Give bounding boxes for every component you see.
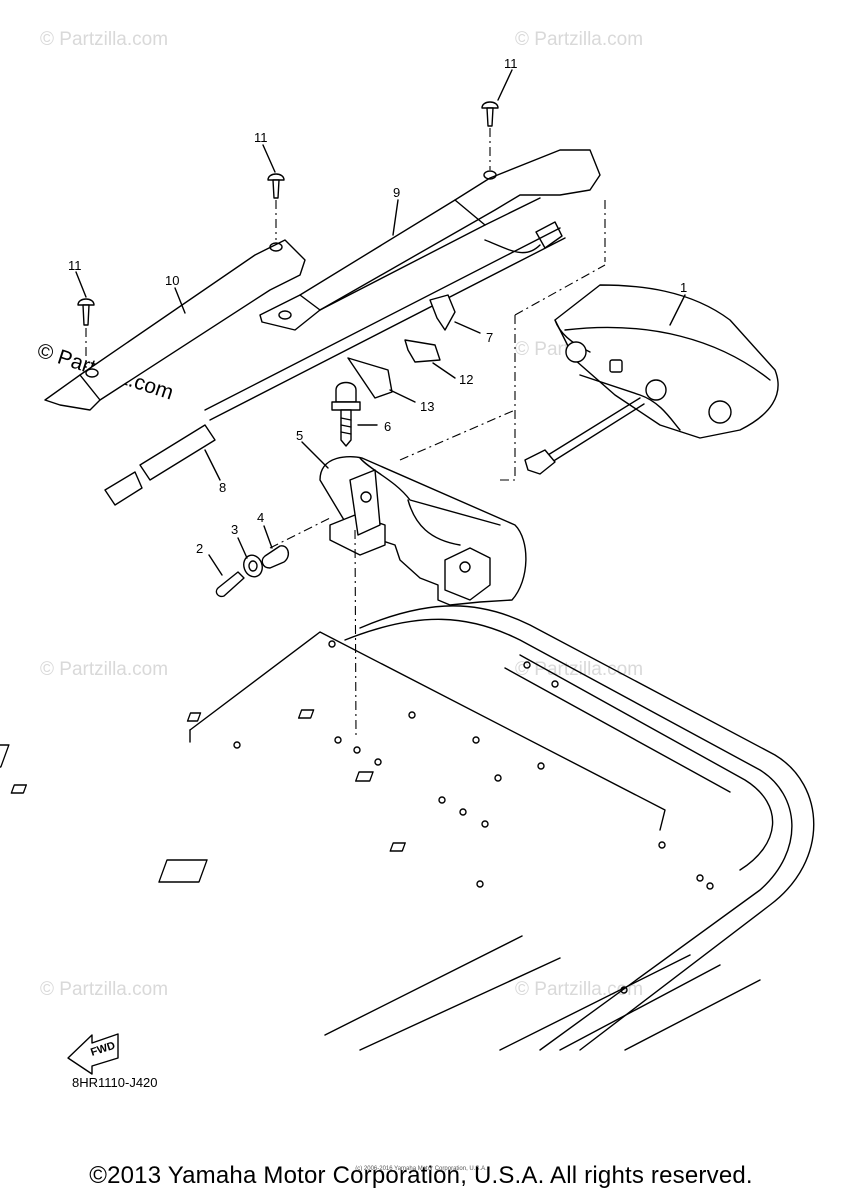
callout-11: 11 (504, 56, 518, 71)
leader-lines (75, 69, 686, 576)
callout-11: 11 (68, 258, 82, 273)
watermark: © Partzilla.com (40, 659, 168, 680)
clips (347, 294, 456, 399)
callout-1: 1 (680, 280, 687, 295)
callout-4: 4 (257, 510, 264, 525)
watermark: © Partzilla.com (515, 29, 643, 50)
callout-6: 6 (384, 419, 391, 434)
diagram-code: 8HR1110-J420 (72, 1075, 158, 1090)
bolt (331, 381, 361, 447)
fwd-arrow: FWD (67, 1033, 119, 1075)
callout-13: 13 (420, 399, 434, 414)
mount-holes (233, 640, 714, 994)
callout-11: 11 (254, 130, 268, 145)
damper-rod (104, 227, 566, 506)
callout-numbers: 1 2 3 4 5 6 7 8 9 10 11 11 11 12 13 (68, 56, 687, 556)
watermark: © Partzilla.com (40, 29, 168, 50)
callout-2: 2 (196, 541, 203, 556)
lamp-reference-box (500, 200, 606, 481)
rail-tube (344, 605, 815, 1051)
deck-plate (0, 631, 761, 1051)
rear-bracket (319, 455, 527, 606)
callout-12: 12 (459, 372, 473, 387)
callout-8: 8 (219, 480, 226, 495)
copyright-footer: ©2013 Yamaha Motor Corporation, U.S.A. A… (89, 1162, 753, 1189)
screws-11 (77, 101, 499, 326)
watermark: © Partzilla.com (40, 979, 168, 1000)
callout-7: 7 (486, 330, 493, 345)
wire-harness (484, 221, 563, 254)
callout-9: 9 (393, 185, 400, 200)
small-copyright: (c) 2006-2016 Yamaha Motor Corporation, … (355, 1166, 487, 1172)
side-rail-cover-short (44, 239, 306, 411)
callout-3: 3 (231, 522, 238, 537)
tail-lamp (524, 284, 779, 475)
side-rail-cover-long (259, 149, 601, 331)
watermark: © Partzilla.com (515, 659, 643, 680)
callout-5: 5 (296, 428, 303, 443)
alignment-lines (85, 128, 516, 736)
callout-10: 10 (165, 273, 179, 288)
screw-washer-collar (215, 545, 290, 598)
